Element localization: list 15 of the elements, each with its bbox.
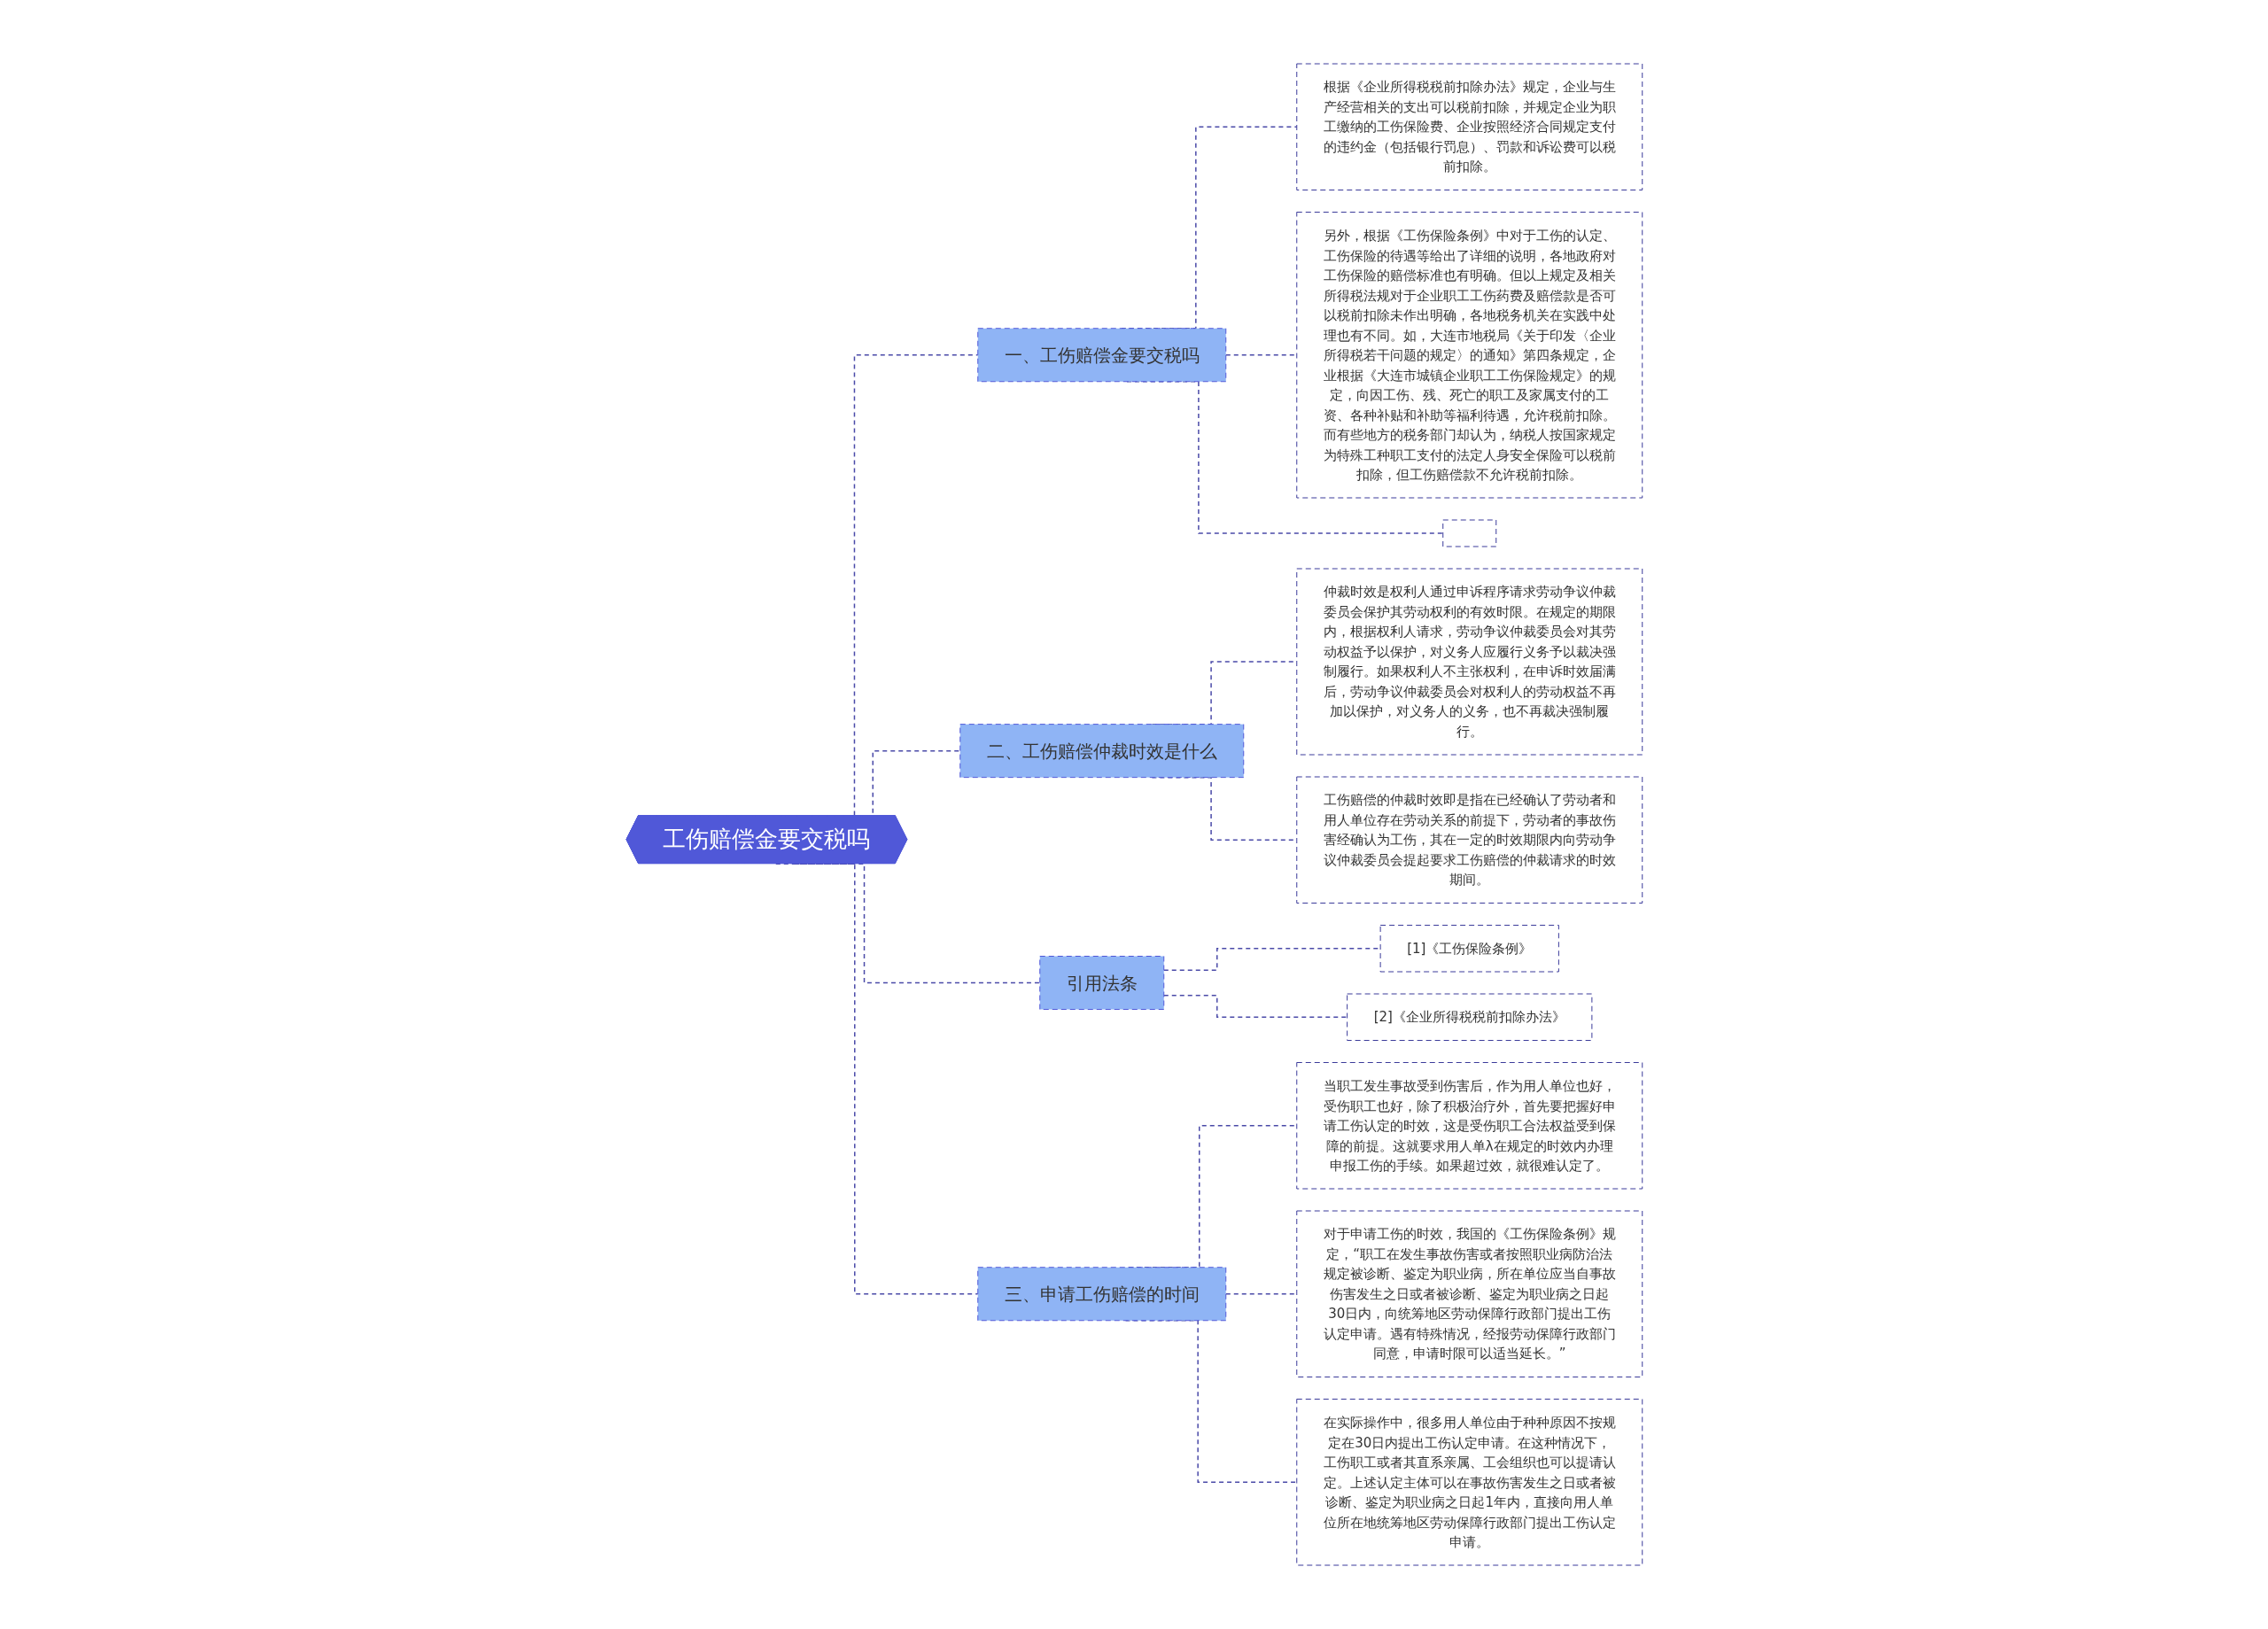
node-box: 工伤赔偿的仲裁时效即是指在已经确认了劳动者和用人单位存在劳动关系的前提下，劳动者的事故伤害经确认为工伤，其在一定的时效期限内向劳动争议仲裁委员会提起要求工伤赔偿的仲裁请求的时效期间。 xyxy=(1295,776,1643,904)
node-box xyxy=(1441,519,1496,547)
node-box: 当职工发生事故受到伤害后，作为用人单位也好，受伤职工也好，除了积极治疗外，首先要把握好申请工伤认定的时效，这是受伤职工合法权益受到保障的前提。这就要求用人单λ在规定的时效内办理申报工伤的手续。如果超过效，就很难认定了。 xyxy=(1295,1062,1643,1190)
node-box: 三、申请工伤赔偿的时间 xyxy=(976,1267,1226,1322)
node-box: 仲裁时效是权利人通过申诉程序请求劳动争议仲裁委员会保护其劳动权利的有效时限。在规定的期限内，根据权利人请求，劳动争议仲裁委员会对其劳动权益予以保护，对义务人应履行义务予以裁决强制履行。如果权利人不主张权利，在申诉时效届满后，劳动争议仲裁委员会对权利人的劳动权益不再加以保护，对义务人的义务，也不再裁决强制履行。 xyxy=(1295,568,1643,756)
node-box: 二、工伤赔偿仲裁时效是什么 xyxy=(959,724,1244,779)
node-box: 根据《企业所得税税前扣除办法》规定，企业与生产经营相关的支出可以税前扣除，并规定企业为职工缴纳的工伤保险费、企业按照经济合同规定支付的违约金（包括银行罚息）、罚款和诉讼费可以税前扣除。 xyxy=(1295,63,1643,190)
node-box: 一、工伤赔偿金要交税吗 xyxy=(976,328,1226,383)
connector xyxy=(1162,995,1348,1018)
node-box: 另外，根据《工伤保险条例》中对于工伤的认定、工伤保险的待遇等给出了详细的说明，各地政府对工伤保险的赔偿标准也有明确。但以上规定及相关所得税法规对于企业职工工伤药费及赔偿款是否可以税前扣除未作出明确，各地税务机关在实践中处理也有不同。如，大连市地税局《关于印发〈企业所得税若干问题的规定〉的通知》第四条规定，企业根据《大连市城镇企业职工工伤保险规定》的规定，向因工伤、残、死亡的职工及家属支付的工资、各种补贴和补助等福利待遇，允许税前扣除。而有些地方的税务部门却认为，纳税人按国家规定为特殊工种职工支付的法定人身安全保险可以税前扣除，但工伤赔偿款不允许税前扣除。 xyxy=(1295,212,1643,499)
node-box: [1]《工伤保险条例》 xyxy=(1379,925,1559,973)
node-box: [2]《企业所得税税前扣除办法》 xyxy=(1346,993,1592,1041)
node-box: 对于申请工伤的时效，我国的《工伤保险条例》规定，“职工在发生事故伤害或者按照职业病防治法规定被诊断、鉴定为职业病，所在单位应当自事故伤害发生之日或者被诊断、鉴定为职业病之日起30日内，向统筹地区劳动保障行政部门提出工伤认定申请。遇有特殊情况，经报劳动保障行政部门同意，申请时限可以适当延长。” xyxy=(1295,1210,1643,1377)
node-box: 在实际操作中，很多用人单位由于种种原因不按规定在30日内提出工伤认定申请。在这种情况下，工伤职工或者其直系亲属、工会组织也可以提请认定。上述认定主体可以在事故伤害发生之日或者被诊断、鉴定为职业病之日起1年内，直接向用人单位所在地统筹地区劳动保障行政部门提出工伤认定申请。 xyxy=(1295,1399,1643,1566)
node-box: 引用法条 xyxy=(1038,956,1164,1010)
